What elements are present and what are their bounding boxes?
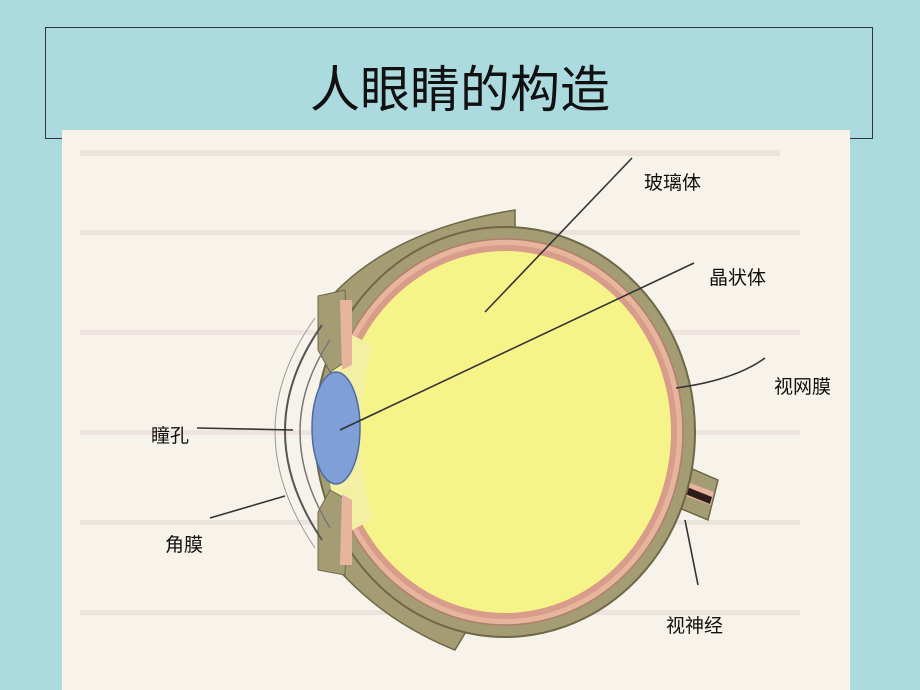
leader-retina <box>675 357 766 389</box>
lens <box>311 371 361 485</box>
vitreous-body <box>339 251 671 613</box>
ciliary-lower <box>340 494 352 565</box>
cornea-arc-thin <box>274 317 316 549</box>
cornea-arc-inner <box>299 339 331 529</box>
cornea-arc-outer <box>284 324 323 541</box>
label-cornea: 角膜 <box>165 534 204 556</box>
leader-pupil <box>196 427 294 431</box>
label-retina: 视网膜 <box>774 376 832 398</box>
label-pupil: 瞳孔 <box>151 425 190 447</box>
leader-optic-nerve <box>684 519 699 586</box>
leader-vitreous <box>484 157 633 313</box>
slide-title: 人眼睛的构造 <box>310 61 610 119</box>
label-lens: 晶状体 <box>709 267 767 289</box>
ciliary-upper <box>340 300 352 370</box>
label-optic-nerve: 视神经 <box>666 615 724 637</box>
leader-lens <box>339 262 695 431</box>
leader-cornea <box>209 495 286 519</box>
label-vitreous: 玻璃体 <box>644 172 702 194</box>
